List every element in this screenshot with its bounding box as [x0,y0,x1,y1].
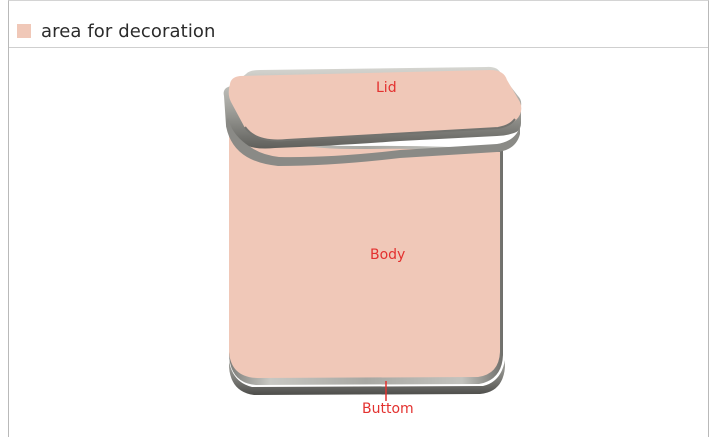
lid-label: Lid [376,80,397,96]
bottom-label: Buttom [362,401,414,417]
body-label: Body [370,247,405,263]
body-decoration-area [229,128,500,378]
